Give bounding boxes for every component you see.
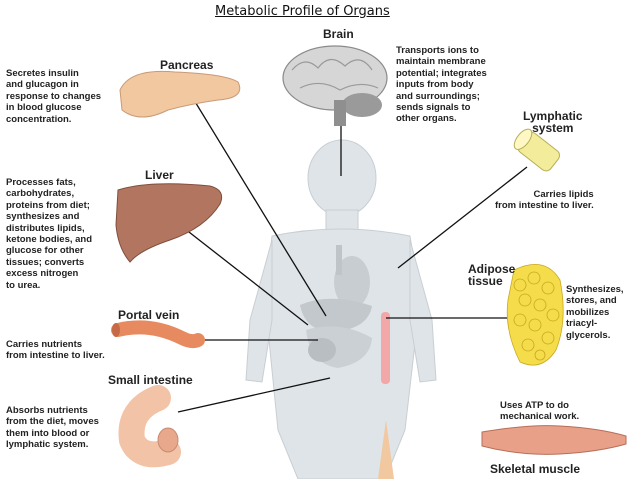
brain-icon [282, 45, 388, 126]
pancreas-icon [119, 70, 241, 118]
small-intestine-icon [118, 385, 181, 468]
body-leg-muscle [378, 420, 394, 479]
body-internal-organs [300, 245, 372, 368]
brain-label: Brain [323, 27, 354, 41]
connector-lines [177, 99, 528, 413]
portal-vein-icon [111, 320, 205, 349]
liver-description: Processes fats,carbohydrates,proteins fr… [6, 177, 93, 291]
skeletal-muscle-icon [481, 425, 627, 455]
small-intestine-label: Small intestine [108, 373, 193, 387]
lymphatic-vessel-icon [513, 128, 560, 172]
pancreas-label: Pancreas [160, 58, 214, 72]
liver-label: Liver [145, 168, 174, 182]
portal-vein-label: Portal vein [118, 308, 180, 322]
adipose-tissue-icon [506, 263, 564, 366]
diagram-title: Metabolic Profile of Organs [215, 4, 390, 19]
skeletal-muscle-label: Skeletal muscle [490, 462, 581, 476]
body-adipose-strip [381, 312, 390, 384]
liver-icon [115, 183, 223, 263]
